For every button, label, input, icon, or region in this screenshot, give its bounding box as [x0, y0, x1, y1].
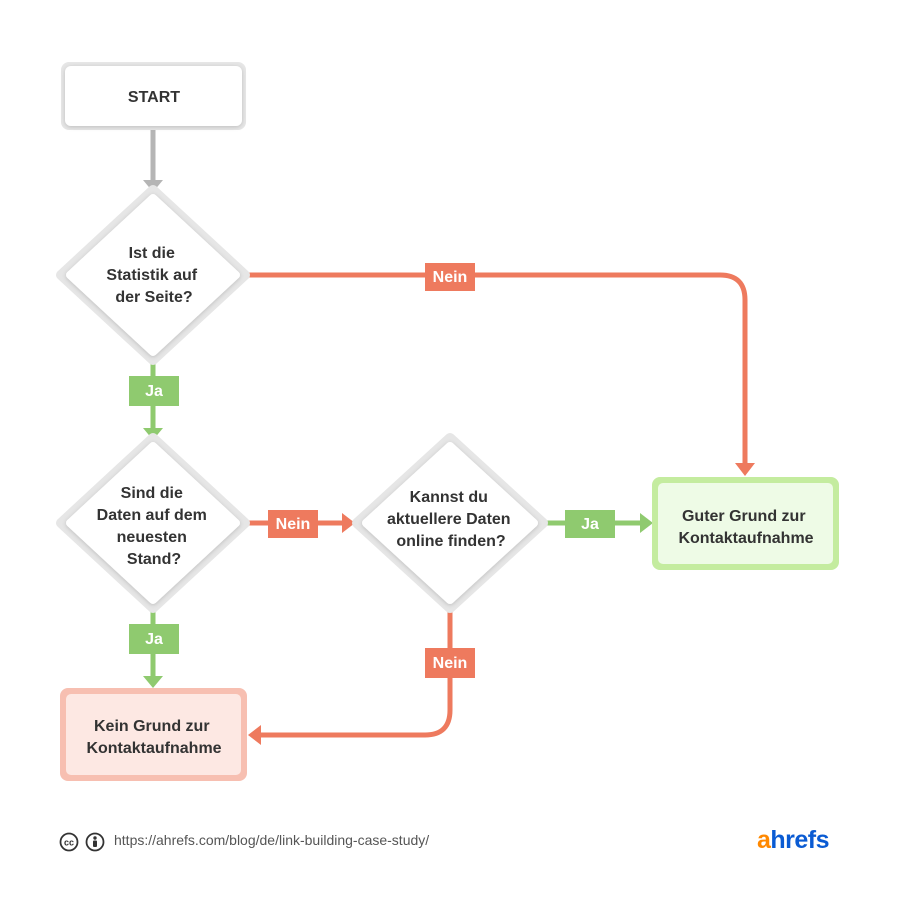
edge-label-q1-yes: Ja: [129, 376, 179, 406]
edge-label-q1-no-text: Nein: [433, 269, 468, 286]
q1-line-1: Ist die: [129, 245, 175, 262]
bad-line-1: Kein Grund zur: [94, 718, 210, 735]
arrowhead-q2-yes: [143, 676, 163, 688]
q2-line-2: Daten auf dem: [97, 507, 207, 524]
arrowhead-q3-no: [248, 725, 261, 745]
outcome-kein-grund: Kein Grund zur Kontaktaufnahme: [60, 688, 247, 781]
creative-commons-icon: cc: [59, 832, 79, 857]
bad-line-2: Kontaktaufnahme: [86, 740, 221, 757]
q1-line-3: der Seite?: [115, 289, 192, 306]
edge-label-q3-yes-text: Ja: [581, 516, 599, 533]
good-line-1: Guter Grund zur: [682, 508, 806, 525]
logo-letters-hrefs: hrefs: [770, 826, 830, 854]
q2-line-4: Stand?: [127, 551, 181, 568]
good-line-2: Kontaktaufnahme: [678, 530, 813, 547]
arrowhead-q2-no: [342, 513, 355, 533]
source-url[interactable]: https://ahrefs.com/blog/de/link-building…: [114, 832, 430, 848]
start-node: START: [61, 62, 246, 130]
svg-text:cc: cc: [64, 838, 74, 848]
q3-line-1: Kannst du: [410, 489, 488, 506]
edge-label-q2-yes-text: Ja: [145, 631, 163, 648]
q3-line-2: aktuellere Daten: [387, 511, 511, 528]
logo-letter-a: a: [757, 826, 771, 854]
q2-line-3: neuesten: [117, 529, 187, 546]
edge-label-q3-yes: Ja: [565, 510, 615, 538]
arrowhead-q3-yes: [640, 513, 653, 533]
edge-label-q2-no-text: Nein: [276, 516, 311, 533]
edge-label-q3-no-text: Nein: [433, 655, 468, 672]
ahrefs-logo: ahrefs: [757, 826, 830, 855]
q2-line-1: Sind die: [121, 485, 183, 502]
edge-label-q3-no: Nein: [425, 648, 475, 678]
outcome-good-text: Guter Grund zur Kontaktaufnahme: [678, 508, 813, 547]
outcome-guter-grund: Guter Grund zur Kontaktaufnahme: [652, 477, 839, 570]
start-label: START: [128, 89, 180, 106]
connector-q1-no: [240, 272, 748, 463]
edge-label-q1-yes-text: Ja: [145, 383, 163, 400]
arrowhead-q1-no: [735, 463, 755, 476]
decision-q2-text: Sind die Daten auf dem neuesten Stand?: [97, 485, 212, 568]
decision-q1-text: Ist die Statistik auf der Seite?: [106, 245, 201, 306]
license-icons: cc: [59, 832, 105, 857]
connector-q3-no: [261, 600, 453, 738]
q1-line-2: Statistik auf: [106, 267, 197, 284]
edge-label-q1-no: Nein: [425, 263, 475, 291]
attribution-icon: [85, 832, 105, 857]
decision-daten-neuester-stand: Sind die Daten auf dem neuesten Stand?: [56, 433, 250, 613]
edge-label-q2-yes: Ja: [129, 624, 179, 654]
q3-line-3: online finden?: [396, 533, 505, 550]
decision-aktuellere-daten-finden: Kannst du aktuellere Daten online finden…: [352, 433, 548, 613]
outcome-bad-text: Kein Grund zur Kontaktaufnahme: [86, 718, 221, 757]
edge-label-q2-no: Nein: [268, 510, 318, 538]
decision-q3-text: Kannst du aktuellere Daten online finden…: [387, 489, 515, 550]
decision-statistik-auf-seite: Ist die Statistik auf der Seite?: [56, 185, 250, 365]
